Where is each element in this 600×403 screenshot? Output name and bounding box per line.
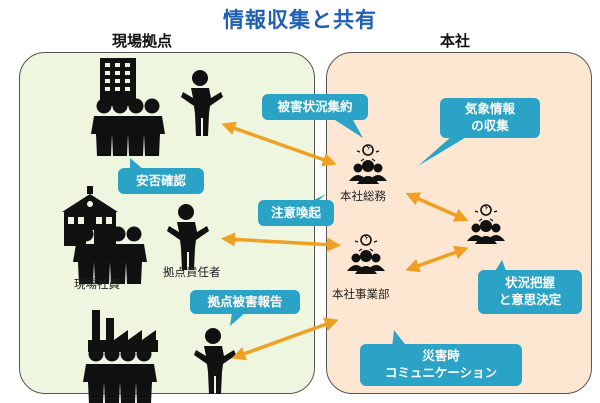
arrow-manager1-general: [221, 121, 337, 167]
site-report-callout: 拠点被害報告: [190, 290, 300, 314]
hq-general-team-icon: [348, 143, 388, 185]
decision-team-icon: [466, 203, 506, 245]
decision-callout: 状況把握 と意思決定: [478, 270, 582, 314]
weather-callout: 気象情報 の収集: [440, 98, 540, 138]
office-building-icon: [100, 58, 136, 106]
arrow-business-decision: [405, 245, 469, 273]
arrow-manager3-business: [231, 317, 339, 361]
disaster-comm-callout-line2: コミュニケーション: [384, 365, 498, 380]
safety-callout: 安否確認: [118, 168, 204, 194]
decision-callout-line1: 状況把握: [504, 275, 555, 291]
damage-collect-callout: 被害状況集約: [262, 94, 368, 120]
weather-callout-line2: の収集: [471, 118, 509, 133]
weather-callout-tail: [418, 136, 468, 166]
staff-group-3-icon: [83, 346, 157, 403]
arrow-manager2-business: [221, 232, 341, 252]
factory-icon: [88, 310, 158, 352]
site-staff-label: 現場社員: [74, 277, 120, 291]
manager-1-icon: [181, 70, 223, 136]
hq-business-team-icon: [346, 233, 386, 275]
manager-3-icon: [194, 328, 236, 394]
site-manager-label: 拠点責任者: [163, 265, 221, 279]
safety-callout-tail: [130, 158, 144, 170]
weather-callout-line1: 気象情報: [464, 101, 515, 117]
decision-callout-line2: と意思決定: [498, 292, 562, 307]
hq-business-label: 本社事業部: [332, 287, 390, 301]
diagram-title: 情報収集と共有: [223, 8, 377, 32]
arrow-general-decision: [405, 192, 469, 222]
disaster-comm-callout: 災害時 コミュニケーション: [360, 344, 522, 386]
staff-group-1-icon: [91, 98, 165, 156]
site-area-title: 現場拠点: [112, 32, 173, 50]
hq-area-title: 本社: [440, 32, 471, 50]
manager-2-icon: [167, 204, 209, 270]
disaster-comm-callout-tail: [392, 330, 408, 348]
disaster-comm-callout-line1: 災害時: [422, 348, 460, 364]
arrows: [221, 121, 469, 361]
alert-callout: 注意喚起: [258, 200, 334, 226]
damage-collect-callout-tail: [335, 120, 363, 138]
hq-general-label: 本社総務: [340, 189, 386, 203]
site-report-callout-tail: [230, 312, 246, 326]
